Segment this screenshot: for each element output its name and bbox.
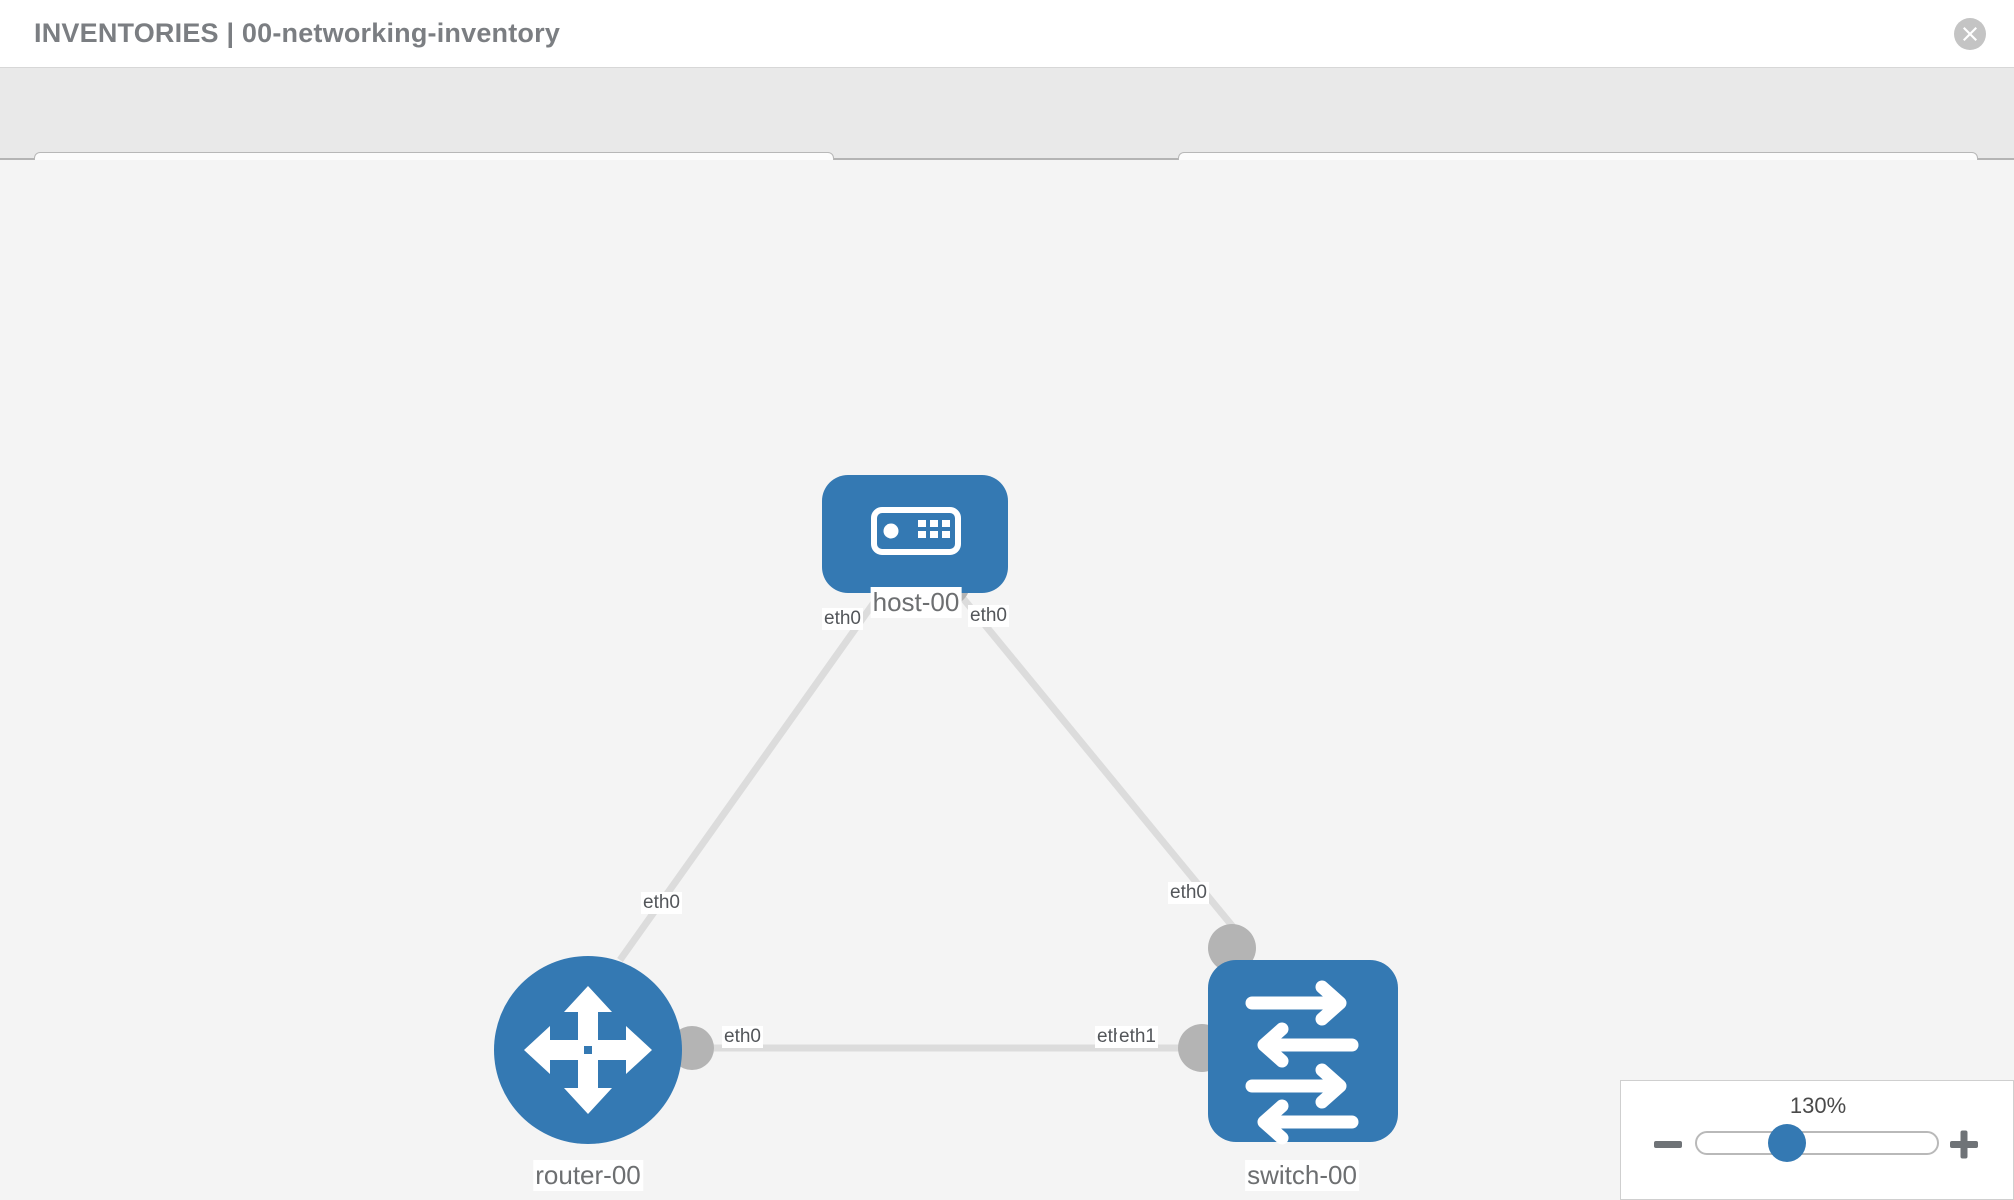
zoom-slider-track[interactable]	[1695, 1131, 1939, 1155]
iface-label-switch-up: eth0	[1168, 882, 1209, 904]
iface-label-host-left: eth0	[822, 608, 863, 630]
switch-arrows-icon	[1245, 980, 1359, 1145]
iface-label-router-right: eth0	[722, 1026, 763, 1048]
node-router-00	[494, 956, 682, 1144]
topology-links	[617, 577, 1255, 1052]
iface-label-host-right: eth0	[968, 605, 1009, 627]
router-arrows-icon	[524, 986, 652, 1114]
page-header: INVENTORIES | 00-networking-inventory	[0, 0, 2014, 68]
node-label-switch-00: switch-00	[1245, 1160, 1359, 1191]
iface-label-switch-left-eth1: eth1	[1117, 1026, 1158, 1048]
iface-label-router-up: eth0	[641, 892, 682, 914]
node-label-router-00: router-00	[533, 1160, 643, 1191]
zoom-level-value: 130%	[1789, 1093, 1847, 1118]
node-host-00	[822, 475, 1008, 593]
topology-canvas[interactable]: host-00 router-00 switch-00 eth0 eth0 et…	[0, 160, 2014, 1200]
close-icon[interactable]	[1954, 18, 1986, 50]
plus-icon[interactable]	[1947, 1127, 1981, 1161]
node-label-host-00: host-00	[870, 587, 962, 618]
server-icon	[871, 507, 961, 555]
toolbar: ACTIONS SEARCH	[0, 68, 2014, 208]
topology-graph	[494, 475, 1398, 1145]
zoom-slider-thumb[interactable]	[1768, 1124, 1806, 1162]
minus-icon[interactable]	[1651, 1127, 1685, 1161]
node-switch-00	[1208, 960, 1398, 1145]
page-title: INVENTORIES | 00-networking-inventory	[34, 18, 561, 48]
zoom-control: 130%	[1620, 1080, 2014, 1200]
topology-sockets	[670, 562, 1256, 1072]
